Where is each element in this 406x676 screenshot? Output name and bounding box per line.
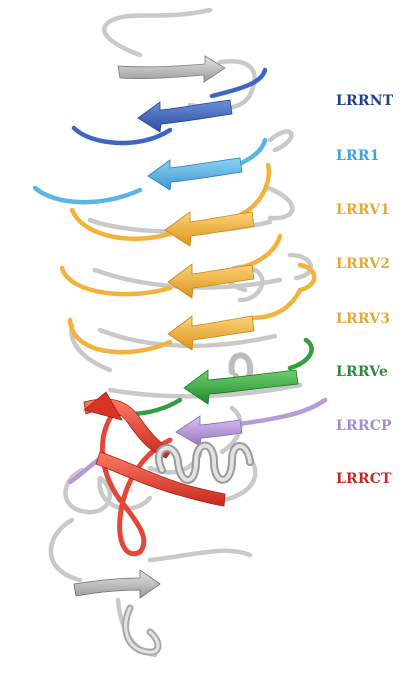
lrrv2-segment [62,236,280,298]
grey-helix [159,446,250,481]
coil-lower-left-2 [51,520,80,580]
label-lrrnt: LRRNT [336,93,393,109]
lrrv2-strand [168,264,254,298]
grey-lower-strand [74,570,160,598]
label-lrrv2: LRRV2 [336,256,390,272]
coil-right-2 [268,188,292,218]
label-lrrv1: LRRV1 [336,202,390,218]
label-lrrct: LRRCT [336,471,392,487]
label-lrr1: LRR1 [336,148,380,164]
lrr1-segment [35,140,265,202]
label-lrrv3: LRRV3 [336,311,390,327]
grey-bottom-hairpin [126,608,158,652]
coil-top [104,10,210,55]
lrrnt-strand [138,100,232,132]
coil-right-1 [270,131,291,150]
lower-grey-strands [74,570,160,652]
grey-top-strand [118,56,225,82]
coil-bottom-right [150,551,250,560]
lrrct-segment [84,392,225,554]
lrr1-strand [148,158,242,190]
label-lrrve: LRRVe [336,364,388,380]
label-lrrcp: LRRCP [336,418,392,434]
